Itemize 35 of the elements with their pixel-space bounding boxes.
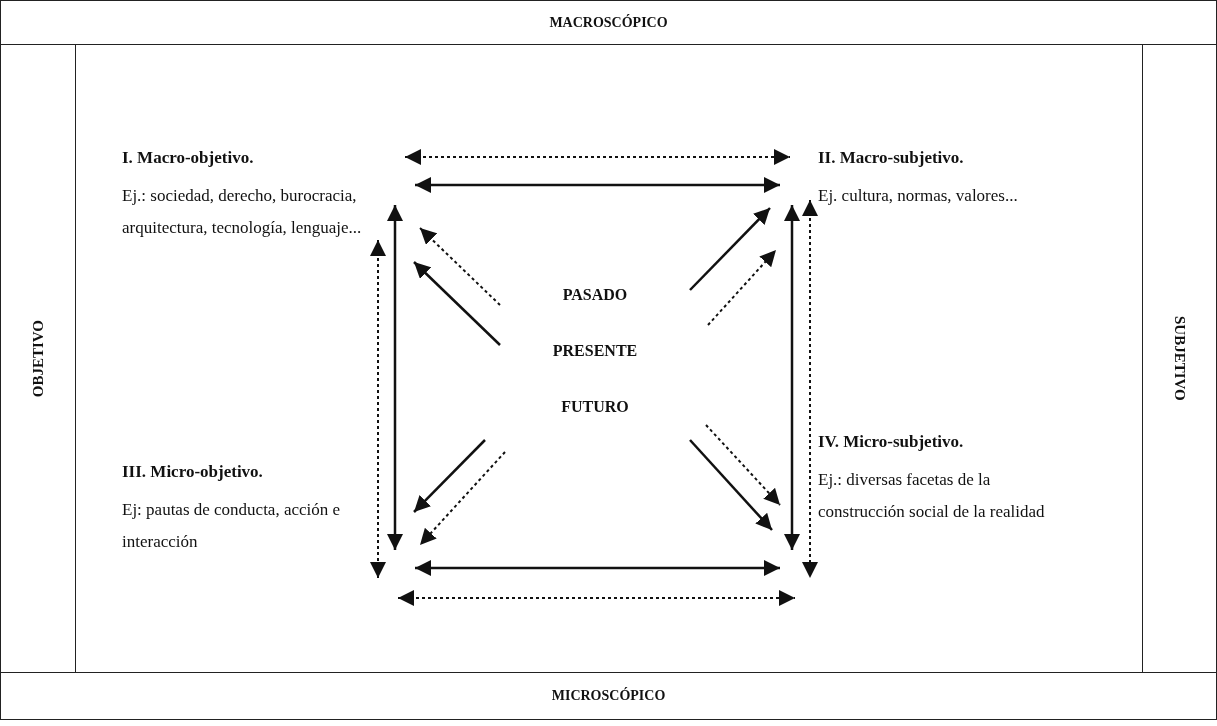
arrow — [419, 227, 501, 306]
quadrant-text: Ej: pautas de conducta, acción e interacción — [122, 499, 342, 553]
arrow — [415, 560, 780, 576]
arrow — [802, 199, 818, 579]
band — [1142, 44, 1217, 673]
arrow — [419, 451, 506, 546]
band-label: MICROSCÓPICO — [551, 688, 666, 704]
quadrant-heading: IV. Micro-subjetivo. — [818, 432, 965, 452]
arrow — [784, 205, 800, 550]
band-label: OBJETIVO — [29, 319, 47, 398]
quadrant-heading: I. Macro-objetivo. — [122, 148, 255, 168]
time-label: FUTURO — [560, 397, 630, 417]
arrow — [707, 249, 777, 326]
quadrant-heading: III. Micro-objetivo. — [122, 462, 264, 482]
band — [0, 44, 76, 673]
arrow — [705, 424, 781, 506]
arrow — [415, 177, 780, 193]
quadrant-text: Ej.: sociedad, derecho, burocracia, arquitectura, tecnología, lenguaje... — [122, 185, 363, 239]
time-label: PRESENTE — [551, 341, 639, 361]
band — [0, 672, 1217, 720]
quadrant-text: Ej.: diversas facetas de la construcción social de la realidad — [818, 469, 1046, 523]
arrow — [387, 205, 403, 550]
time-label: PASADO — [561, 285, 629, 305]
quadrant-heading: II. Macro-subjetivo. — [818, 148, 965, 168]
arrow — [689, 439, 773, 531]
band-label: MACROSCÓPICO — [549, 14, 668, 31]
band-label: SUBJETIVO — [1171, 316, 1188, 401]
arrow — [370, 239, 386, 579]
quadrant-text: Ej. cultura, normas, valores... — [818, 185, 1018, 207]
arrow — [404, 149, 791, 165]
band — [0, 0, 1217, 45]
arrow — [397, 590, 796, 606]
arrow — [413, 439, 486, 513]
arrow — [413, 261, 501, 346]
arrow — [689, 207, 771, 291]
